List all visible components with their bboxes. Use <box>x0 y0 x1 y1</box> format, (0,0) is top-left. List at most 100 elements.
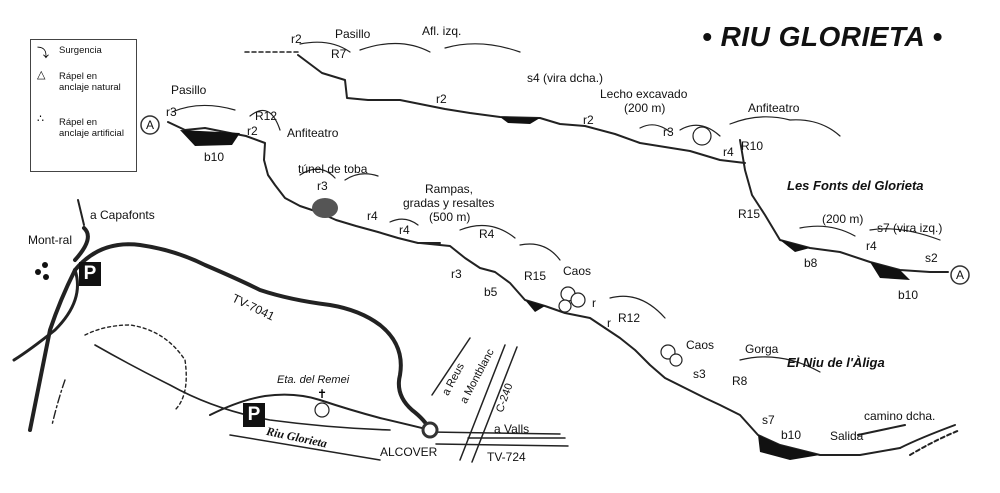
ermita-cross-icon: ✝ <box>317 387 328 401</box>
surgencia-icon: ⤵ <box>37 46 50 60</box>
map-tv724: TV-724 <box>487 450 526 464</box>
seg3-s2: s2 <box>925 251 938 265</box>
parking-icon-montral: P <box>79 262 101 286</box>
topo-pool-b10-left <box>180 130 240 146</box>
seg4-R4: R4 <box>479 227 495 241</box>
page-title: • RIU GLORIETA • <box>702 21 943 52</box>
seg3-dist: (200 m) <box>822 212 864 226</box>
seg3-b10: b10 <box>898 288 919 302</box>
topo-segment-4-walls <box>459 224 561 261</box>
map-capafonts: a Capafonts <box>90 208 155 222</box>
marker-a-right: A <box>956 268 965 282</box>
montral-road-south <box>12 268 79 362</box>
seg5-salida: Salida <box>830 429 864 443</box>
seg3-R15: R15 <box>738 207 761 221</box>
marker-a-left-circle <box>140 115 160 135</box>
seg3-r4b: r4 <box>866 239 877 253</box>
seg1-r2: r2 <box>247 124 258 138</box>
seg1-pasillo: Pasillo <box>171 83 207 97</box>
seg5-caos: Caos <box>686 338 715 352</box>
legend-rapel-natural: Rápel en anclaje natural <box>59 71 121 93</box>
topo-segment-3-walls <box>729 116 941 241</box>
seg2-R7: R7 <box>331 47 347 61</box>
caos-boulder-3 <box>558 299 572 313</box>
seg2-s4: s4 (vira dcha.) <box>527 71 604 85</box>
capafonts-road <box>73 226 90 262</box>
topo-segment-2-walls <box>299 41 721 137</box>
seg1-r3b: r3 <box>317 179 328 193</box>
tv724-road <box>429 431 569 447</box>
seg3-fonts: Les Fonts del Glorieta <box>787 178 924 193</box>
montral-village-icon-2 <box>35 269 41 275</box>
capafonts-arrow <box>77 199 85 226</box>
topo-pool-b10-bottom <box>758 435 820 460</box>
seg5-camino: camino dcha. <box>864 409 936 423</box>
map-alcover: ALCOVER <box>380 445 438 459</box>
seg5-r: r <box>607 316 611 330</box>
topo-pool-s4 <box>500 117 540 124</box>
seg3-b8: b8 <box>804 256 818 270</box>
topo-pool-b8 <box>780 240 810 252</box>
seg4-gradas: gradas y resaltes <box>403 196 495 210</box>
seg1-r3: r3 <box>166 105 177 119</box>
rapel-artificial-icon: ∴ <box>37 113 44 125</box>
dashed-trail <box>84 324 187 411</box>
seg2-r3: r3 <box>663 125 674 139</box>
seg2-lecho-len: (200 m) <box>624 101 666 115</box>
caos-boulder-2 <box>570 292 586 308</box>
map-eta: Eta. del Remei <box>277 374 350 386</box>
legend: ⤵ Surgencia △ Rápel en anclaje natural ∴… <box>30 39 137 172</box>
seg2-afl: Afl. izq. <box>422 24 462 38</box>
access-road <box>209 393 431 431</box>
alcover-circle <box>421 421 439 439</box>
tv7041-road <box>73 242 432 432</box>
seg5-R12: R12 <box>618 311 641 325</box>
seg3-anfiteatro: Anfiteatro <box>748 101 800 115</box>
dashdot-trail <box>51 379 66 426</box>
montral-village-icon-3 <box>43 274 49 280</box>
camino-path <box>899 424 956 449</box>
seg5-s3: s3 <box>693 367 706 381</box>
topo-segment-1-profile <box>167 121 441 244</box>
map-valls: a Valls <box>494 422 530 436</box>
rapel-natural-icon: △ <box>37 69 46 81</box>
topo-segment-5-walls <box>609 295 821 373</box>
caos-boulder-5 <box>669 353 683 367</box>
topo-segment-1-walls <box>171 104 419 226</box>
topo-segment-3-profile <box>739 139 949 273</box>
legend-surgencia: Surgencia <box>59 45 102 56</box>
seg5-R8: R8 <box>732 374 748 388</box>
seg4-rampas: Rampas, <box>425 182 474 196</box>
montral-road-west <box>28 268 77 432</box>
reus-arrow <box>431 337 471 396</box>
river-line <box>94 344 391 431</box>
seg4-r4: r4 <box>399 223 410 237</box>
topo-pool-b5 <box>525 300 545 312</box>
seg1-b10: b10 <box>204 150 225 164</box>
salida-arrow <box>857 424 906 436</box>
seg1-anfiteatro: Anfiteatro <box>287 126 339 140</box>
tunel-toba-shape <box>312 198 338 218</box>
topo-pool-b10-right <box>870 262 910 280</box>
ermita-circle <box>314 402 330 418</box>
marker-a-left: A <box>146 118 155 132</box>
parking-icon-remei: P <box>243 403 265 427</box>
seg2-lecho: Lecho excavado <box>600 87 688 101</box>
seg2-r2b: r2 <box>436 92 447 106</box>
seg1-tunel: túnel de toba <box>298 162 368 176</box>
riu-arrow <box>229 434 381 461</box>
legend-rapel-artificial: Rápel en anclaje artificial <box>59 117 124 139</box>
seg4-r3: r3 <box>451 267 462 281</box>
montral-village-icon <box>42 262 48 268</box>
seg3-r4: r4 <box>723 145 734 159</box>
seg2-r2c: r2 <box>583 113 594 127</box>
topo-segment-4-profile <box>419 242 606 329</box>
camino-path-dashed <box>909 429 961 456</box>
seg4-b5: b5 <box>484 285 498 299</box>
seg2-pasillo: Pasillo <box>335 27 371 41</box>
seg4-dist: (500 m) <box>429 210 471 224</box>
seg1-R12: R12 <box>255 109 278 123</box>
seg3-R10: R10 <box>741 139 764 153</box>
c240-road <box>459 344 518 463</box>
seg2-r2a: r2 <box>291 32 302 46</box>
